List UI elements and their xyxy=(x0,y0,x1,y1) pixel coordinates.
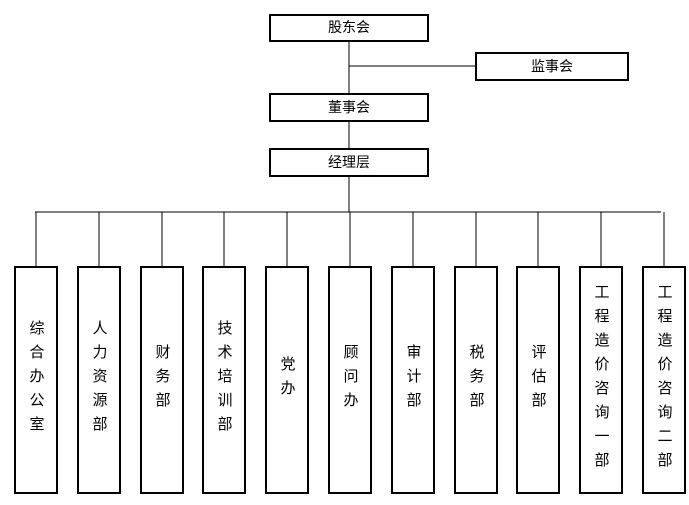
department-label: 评估部 xyxy=(529,344,548,416)
shareholders-label: 股东会 xyxy=(328,20,370,36)
department-box: 顾问办 xyxy=(328,266,372,494)
department-label: 工程造价咨询一部 xyxy=(592,284,611,476)
department-label: 税务部 xyxy=(467,344,486,416)
department-box: 审计部 xyxy=(391,266,435,494)
board-box: 董事会 xyxy=(269,93,429,122)
supervisory-label: 监事会 xyxy=(531,58,573,75)
department-box: 税务部 xyxy=(454,266,498,494)
department-box: 评估部 xyxy=(516,266,560,494)
department-label: 工程造价咨询二部 xyxy=(655,284,674,476)
department-label: 技术培训部 xyxy=(215,320,234,440)
department-box: 财务部 xyxy=(140,266,184,494)
department-box: 工程造价咨询一部 xyxy=(579,266,623,494)
management-label: 经理层 xyxy=(328,154,370,171)
department-box: 工程造价咨询二部 xyxy=(642,266,686,494)
department-box: 党办 xyxy=(265,266,309,494)
department-label: 审计部 xyxy=(404,344,423,416)
management-box: 经理层 xyxy=(269,148,429,177)
supervisory-box: 监事会 xyxy=(475,52,629,81)
shareholders-box: 股东会 xyxy=(269,14,429,42)
department-label: 财务部 xyxy=(153,344,172,416)
department-label: 顾问办 xyxy=(341,344,360,416)
department-box: 技术培训部 xyxy=(202,266,246,494)
board-label: 董事会 xyxy=(328,99,370,116)
department-label: 人力资源部 xyxy=(90,320,109,440)
department-box: 人力资源部 xyxy=(77,266,121,494)
department-label: 党办 xyxy=(278,356,297,404)
department-label: 综合办公室 xyxy=(27,320,46,440)
department-box: 综合办公室 xyxy=(14,266,58,494)
